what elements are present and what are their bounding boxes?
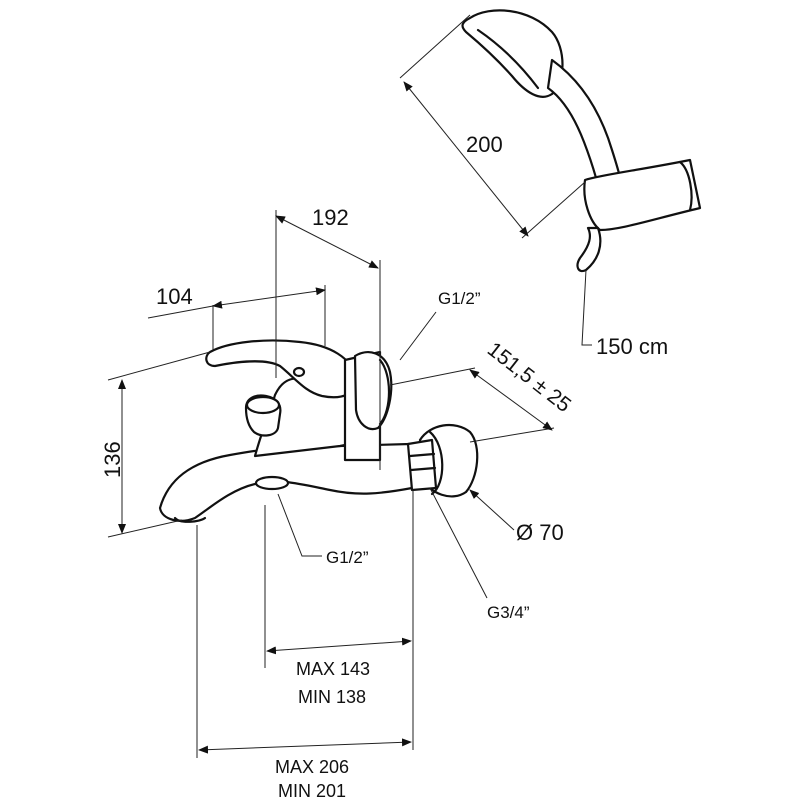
holder-end	[678, 160, 693, 212]
label-200: 200	[466, 132, 503, 157]
shower-head	[461, 9, 564, 98]
shower-head-face	[476, 28, 540, 90]
union-nut	[406, 438, 438, 492]
label-diameter-70: Ø 70	[516, 520, 564, 545]
diverter-knob-top	[245, 395, 281, 415]
label-min201: MIN 201	[278, 781, 346, 800]
hose-loop-bottom	[576, 226, 602, 273]
label-max143: MAX 143	[296, 659, 370, 679]
lever-handle	[205, 339, 358, 399]
dimension-lines	[107, 14, 592, 758]
label-151-5: 151,5 ± 25	[483, 338, 575, 417]
label-136: 136	[100, 441, 125, 478]
label-min138: MIN 138	[298, 687, 366, 707]
spout	[158, 442, 414, 522]
spout-tip	[173, 516, 207, 523]
shower-holder	[583, 158, 702, 232]
label-g34: G3/4”	[487, 603, 530, 622]
label-192: 192	[312, 205, 349, 230]
label-g12-bottom: G1/2”	[326, 548, 369, 567]
label-max206: MAX 206	[275, 757, 349, 777]
hand-shower	[461, 9, 702, 273]
spout-aerator	[254, 475, 290, 491]
label-104: 104	[156, 284, 193, 309]
label-150cm: 150 cm	[596, 334, 668, 359]
handle-indicator	[292, 366, 306, 378]
upper-escutcheon	[353, 351, 393, 431]
label-g12-top: G1/2”	[438, 289, 481, 308]
faucet-body	[158, 339, 479, 523]
